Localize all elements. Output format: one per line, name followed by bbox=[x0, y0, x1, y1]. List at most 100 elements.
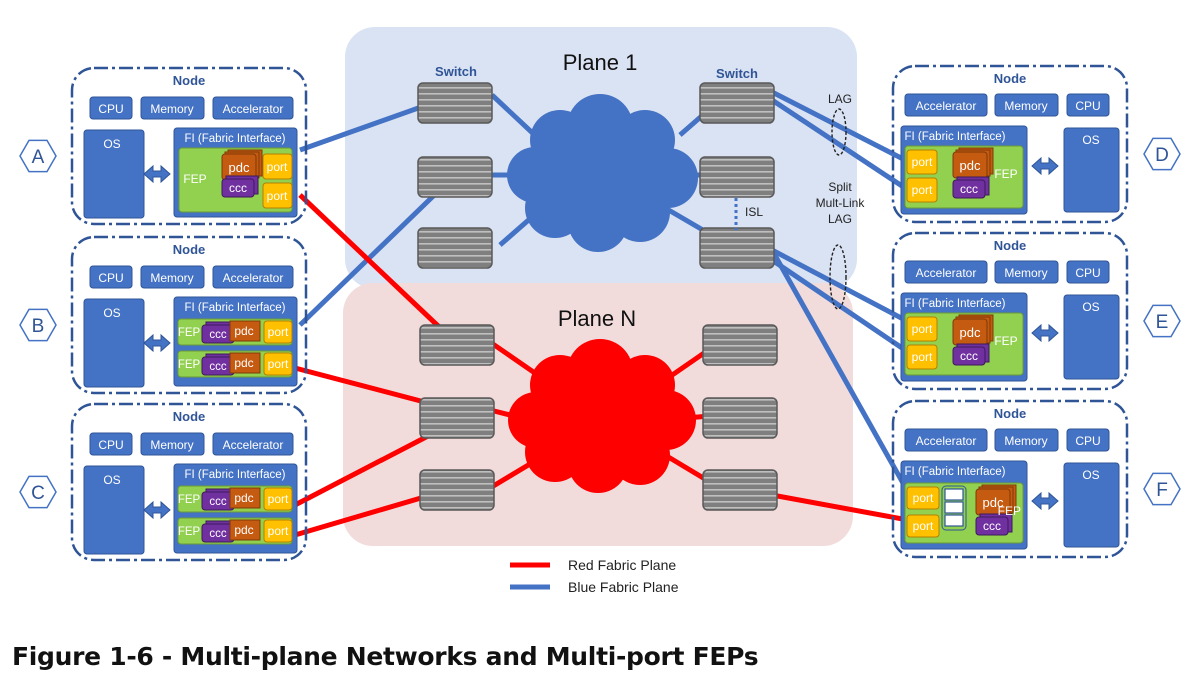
cpu-label: CPU bbox=[1075, 434, 1100, 448]
split-label-line-3: LAG bbox=[828, 212, 852, 226]
memory-label: Memory bbox=[150, 102, 193, 116]
port-label: port bbox=[912, 183, 933, 197]
port-box bbox=[262, 153, 293, 180]
os-box bbox=[1063, 294, 1120, 380]
node-id-hexagon bbox=[19, 308, 57, 342]
plane-1-title: Plane 1 bbox=[563, 50, 638, 75]
node-id-label: D bbox=[1155, 145, 1169, 166]
accelerator-box bbox=[904, 260, 988, 284]
pdc-box bbox=[229, 352, 261, 374]
port-box bbox=[263, 352, 293, 376]
memory-label: Memory bbox=[1004, 434, 1047, 448]
port-aggregation-slot bbox=[944, 514, 964, 527]
switch-label-right: Switch bbox=[716, 66, 758, 81]
port-box bbox=[263, 519, 293, 543]
ccc-label: ccc bbox=[209, 329, 227, 341]
split-lag-ellipse bbox=[829, 244, 847, 310]
ccc-label: ccc bbox=[209, 496, 227, 508]
split-label-line-1: Split bbox=[828, 180, 852, 194]
node-id-label: A bbox=[32, 147, 45, 168]
node-id-label: E bbox=[1156, 312, 1169, 333]
node-title: Node bbox=[173, 409, 206, 424]
switches bbox=[417, 82, 778, 511]
ccc-box bbox=[952, 179, 986, 199]
node-title: Node bbox=[173, 242, 206, 257]
port-label: port bbox=[268, 524, 289, 538]
pdc-label: pdc bbox=[234, 356, 253, 370]
double-arrow-icon bbox=[143, 500, 171, 520]
cpu-box bbox=[1066, 260, 1110, 284]
os-label: OS bbox=[1082, 133, 1099, 147]
port-box bbox=[906, 486, 940, 510]
node-border bbox=[70, 402, 308, 562]
memory-box bbox=[994, 260, 1059, 284]
switch bbox=[702, 397, 778, 439]
memory-box bbox=[140, 265, 205, 289]
fabric-interface-label: FI (Fabric Interface) bbox=[905, 131, 1006, 143]
node-id-label: F bbox=[1156, 480, 1168, 501]
fabric-interface-label: FI (Fabric Interface) bbox=[905, 298, 1006, 310]
ccc-label: ccc bbox=[960, 182, 978, 196]
memory-box bbox=[994, 93, 1059, 117]
red-link bbox=[771, 492, 909, 523]
lag-ellipse bbox=[831, 108, 847, 156]
pdc-box bbox=[229, 320, 261, 342]
blue-link bbox=[770, 89, 907, 163]
node-id-hexagon bbox=[19, 475, 57, 509]
ccc-box bbox=[221, 178, 255, 198]
node-title: Node bbox=[994, 238, 1027, 253]
memory-box bbox=[140, 432, 205, 456]
switch bbox=[417, 227, 493, 269]
port-label: port bbox=[912, 350, 933, 364]
os-label: OS bbox=[103, 473, 120, 487]
port-label: port bbox=[912, 322, 933, 336]
memory-label: Memory bbox=[150, 271, 193, 285]
blue-link bbox=[770, 247, 907, 323]
fep-label: FEP bbox=[994, 167, 1017, 181]
accelerator-label: Accelerator bbox=[916, 266, 977, 280]
switch-label-left: Switch bbox=[435, 64, 477, 79]
port-box bbox=[906, 344, 938, 370]
node-border bbox=[891, 231, 1129, 391]
ccc-label: ccc bbox=[209, 528, 227, 540]
os-box bbox=[1063, 462, 1120, 548]
accelerator-label: Accelerator bbox=[223, 102, 284, 116]
double-arrow-icon bbox=[1031, 323, 1059, 343]
accelerator-label: Accelerator bbox=[916, 434, 977, 448]
cpu-box bbox=[1066, 93, 1110, 117]
pdc-label: pdc bbox=[234, 523, 253, 537]
port-label: port bbox=[913, 519, 934, 533]
os-label: OS bbox=[1082, 300, 1099, 314]
isl-label: ISL bbox=[745, 205, 763, 219]
cpu-label: CPU bbox=[98, 271, 123, 285]
node-title: Node bbox=[173, 73, 206, 88]
node-id-hexagon bbox=[1143, 137, 1181, 171]
switch bbox=[417, 82, 493, 124]
ccc-label: ccc bbox=[229, 181, 247, 195]
blue-link bbox=[770, 257, 907, 353]
memory-box bbox=[994, 428, 1059, 452]
plane-1-cloud bbox=[507, 94, 698, 252]
switch bbox=[417, 156, 493, 198]
port-box bbox=[906, 514, 940, 538]
legend-blue-label: Blue Fabric Plane bbox=[568, 579, 679, 595]
plane-n-cloud bbox=[508, 339, 696, 493]
fep-label: FEP bbox=[178, 359, 201, 371]
fep-label: FEP bbox=[994, 334, 1017, 348]
memory-label: Memory bbox=[150, 438, 193, 452]
fabric-interface-label: FI (Fabric Interface) bbox=[185, 469, 286, 481]
os-box bbox=[1063, 127, 1120, 213]
switch bbox=[419, 397, 495, 439]
node-id-hexagon bbox=[1143, 304, 1181, 338]
pdc-label: pdc bbox=[960, 325, 981, 340]
accelerator-box bbox=[904, 428, 988, 452]
ccc-label: ccc bbox=[960, 349, 978, 363]
plane-n-title: Plane N bbox=[558, 306, 636, 331]
switch bbox=[699, 82, 775, 124]
node-border bbox=[891, 64, 1129, 224]
accelerator-box bbox=[212, 96, 294, 120]
